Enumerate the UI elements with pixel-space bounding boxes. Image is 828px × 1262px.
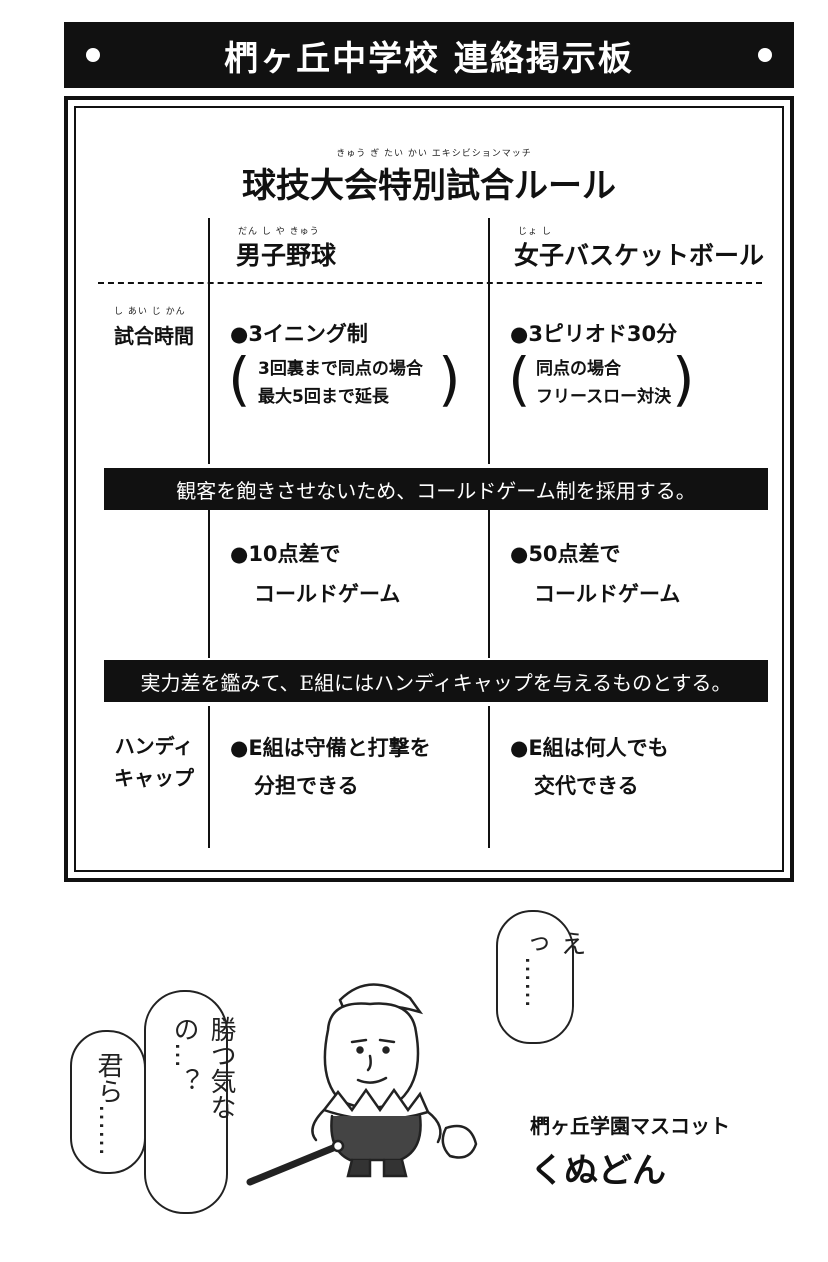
girls-time-note1: 同点の場合 (536, 359, 621, 379)
header-divider (98, 282, 762, 284)
divider-right-top (488, 218, 490, 464)
rules-board: きゅう ぎ たい かい エキシビションマッチ 球技大会特別試合ルール だん し … (64, 96, 794, 882)
header-title: 椚ヶ丘中学校 連絡掲示板 (224, 38, 634, 79)
divider-right-bottom (488, 706, 490, 848)
boys-paren-open: ( (228, 345, 251, 413)
mascot-name: くぬどん (530, 1151, 666, 1191)
speech-bubble-left-2: 君ら…… (70, 1030, 146, 1174)
col-header-boys-baseball: 男子野球 (236, 241, 337, 270)
boys-time-main: ●3イニング制 (230, 322, 368, 346)
girls-paren-open: ( (508, 345, 531, 413)
boys-handicap-line1: ●E組は守備と打撃を (230, 736, 431, 760)
row-label-handicap-2: キャップ (114, 766, 194, 790)
col-girls-ruby: じょ し (518, 227, 552, 237)
bubble-left-text-2: 君ら…… (93, 1052, 123, 1156)
divider-left-top (208, 218, 210, 464)
boys-called-line1: ●10点差で (230, 542, 341, 566)
divider-right-mid (488, 510, 490, 658)
header-dot-left (86, 48, 100, 62)
handicap-banner: 実力差を鑑みて、E組にはハンディキャップを与えるものとする。 (104, 660, 768, 702)
col-header-girls-basketball: 女子バスケットボール (514, 241, 765, 270)
mascot-kunudon-illustration (246, 983, 478, 1186)
divider-left-mid (208, 510, 210, 658)
row-label-match-time: 試合時間 (114, 324, 194, 348)
board-title: 球技大会特別試合ルール (242, 166, 616, 206)
girls-paren-close: ) (672, 345, 695, 413)
boys-time-note2: 最大5回まで延長 (258, 387, 389, 407)
girls-handicap-line1: ●E組は何人でも (510, 736, 669, 760)
girls-called-line2: コールドゲーム (534, 582, 681, 606)
board-title-ruby: きゅう ぎ たい かい エキシビションマッチ (336, 149, 532, 159)
boys-called-line2: コールドゲーム (254, 582, 401, 606)
boys-handicap-line2: 分担できる (254, 774, 359, 798)
girls-time-note2: フリースロー対決 (536, 387, 672, 407)
col-boys-ruby: だん し や きゅう (238, 227, 320, 237)
girls-time-main: ●3ピリオド30分 (510, 322, 678, 346)
mascot-caption-title: 椚ヶ丘学園マスコット (530, 1114, 730, 1138)
bubble-right-text: えっ…… (519, 930, 586, 1008)
divider-left-bottom (208, 706, 210, 848)
mascot-caption: 椚ヶ丘学園マスコット くぬどん (530, 1110, 730, 1192)
girls-called-line1: ●50点差で (510, 542, 621, 566)
row-time-ruby: し あい じ かん (114, 307, 186, 317)
girls-handicap-line2: 交代できる (534, 774, 639, 798)
speech-bubble-left-1: 勝つ気なの…？ (144, 990, 236, 1214)
called-game-banner: 観客を飽きさせないため、コールドゲーム制を採用する。 (104, 468, 768, 510)
header-dot-right (758, 48, 772, 62)
speech-bubble-right: えっ…… (496, 910, 586, 1044)
notice-board-header: 椚ヶ丘中学校 連絡掲示板 (64, 22, 794, 88)
boys-time-note1: 3回裏まで同点の場合 (258, 359, 423, 379)
bubble-left-text-1: 勝つ気なの…？ (169, 1016, 236, 1120)
boys-paren-close: ) (438, 345, 461, 413)
row-label-handicap-1: ハンディ (114, 734, 194, 758)
